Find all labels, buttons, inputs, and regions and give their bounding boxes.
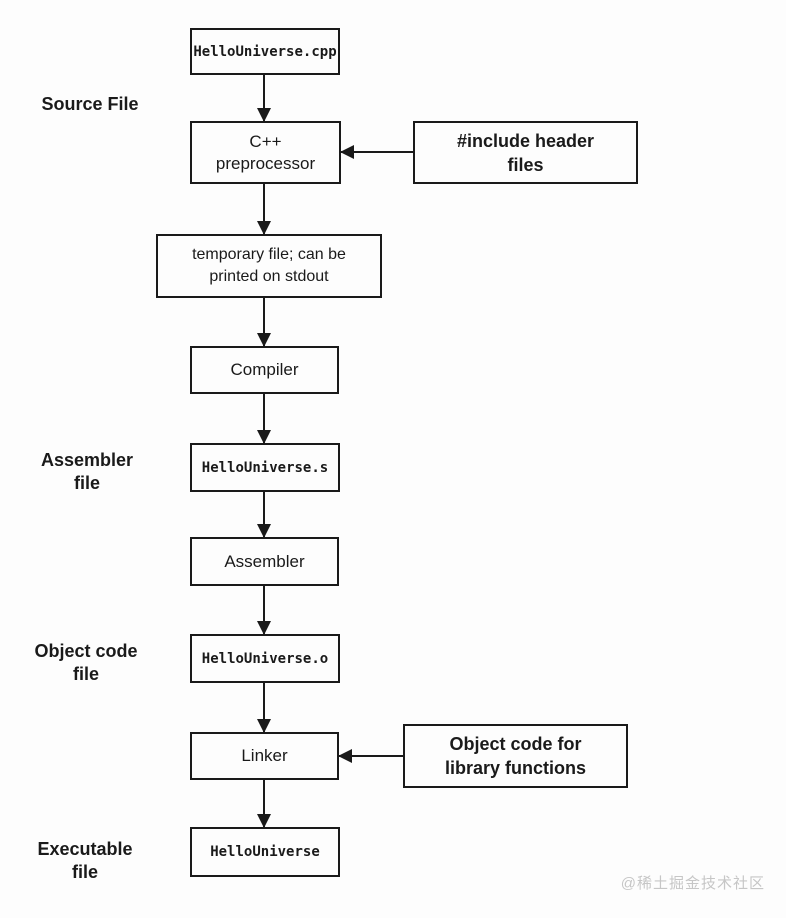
node-cpp-preprocessor: C++ preprocessor xyxy=(190,121,341,184)
arrow-includes-to-preprocessor-icon xyxy=(340,145,413,159)
arrow-temp-to-compiler-icon xyxy=(257,298,271,347)
node-linker: Linker xyxy=(190,732,339,780)
arrow-sfile-to-assembler-icon xyxy=(257,492,271,538)
node-include-header-files: #include header files xyxy=(413,121,638,184)
arrow-compiler-to-sfile-icon xyxy=(257,394,271,444)
arrow-assembler-to-ofile-icon xyxy=(257,586,271,635)
node-source-cpp-file: HelloUniverse.cpp xyxy=(190,28,340,75)
label-object-code-file: Object code file xyxy=(34,641,138,684)
node-compiler: Compiler xyxy=(190,346,339,394)
label-assembler-file: Assembler file xyxy=(40,450,134,493)
watermark: @稀土掘金技术社区 xyxy=(620,875,765,892)
node-assembler-s-file: HelloUniverse.s xyxy=(190,443,340,492)
arrow-linker-to-executable-icon xyxy=(257,780,271,828)
node-assembler: Assembler xyxy=(190,537,339,586)
arrow-cpp-to-preprocessor-icon xyxy=(257,75,271,122)
label-executable-file: Executable file xyxy=(37,839,133,882)
node-object-code-library: Object code for library functions xyxy=(403,724,628,788)
label-source-file: Source File xyxy=(41,94,139,114)
node-temporary-file: temporary file; can be printed on stdout xyxy=(156,234,382,298)
node-executable: HelloUniverse xyxy=(190,827,340,877)
arrow-objectlib-to-linker-icon xyxy=(338,749,403,763)
arrow-ofile-to-linker-icon xyxy=(257,683,271,733)
node-object-o-file: HelloUniverse.o xyxy=(190,634,340,683)
arrow-preprocessor-to-temp-icon xyxy=(257,184,271,235)
